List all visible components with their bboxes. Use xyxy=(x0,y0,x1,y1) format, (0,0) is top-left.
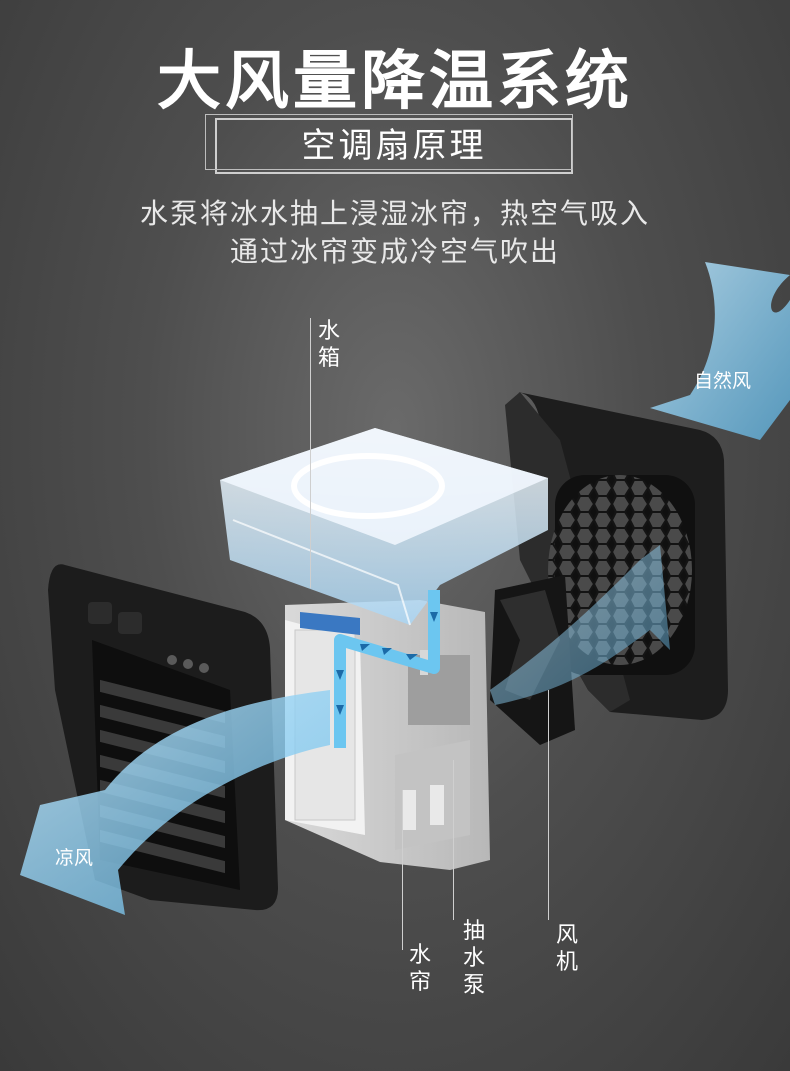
description-line-1: 水泵将冰水抽上浸湿冰帘，热空气吸入 xyxy=(139,197,650,230)
page-title: 大风量降温系统 xyxy=(157,45,633,119)
water-flow-arrows xyxy=(334,590,440,748)
water-curtain-leader xyxy=(402,790,403,950)
water-tank-label: 水箱 xyxy=(317,319,340,371)
subtitle: 空调扇原理 xyxy=(301,126,487,166)
natural-wind-label: 自然风 xyxy=(694,370,752,392)
cool-wind-label: 凉风 xyxy=(55,847,94,869)
water-pump-leader xyxy=(453,760,454,920)
subtitle-frame: 空调扇原理 xyxy=(205,114,573,174)
cool-wind-arrow xyxy=(20,690,330,915)
fan-label: 风机 xyxy=(555,923,578,975)
water-pump-label: 抽水泵 xyxy=(462,919,485,998)
water-tank-leader xyxy=(310,318,311,588)
water-tank xyxy=(220,428,548,626)
description-line-2: 通过冰帘变成冷空气吹出 xyxy=(229,235,560,268)
fan-leader xyxy=(548,690,549,920)
water-curtain-label: 水帘 xyxy=(408,943,431,995)
natural-wind-arrow xyxy=(650,262,790,440)
internal-airflow-arrow xyxy=(490,545,670,705)
water-flow-arrowheads xyxy=(336,612,438,715)
